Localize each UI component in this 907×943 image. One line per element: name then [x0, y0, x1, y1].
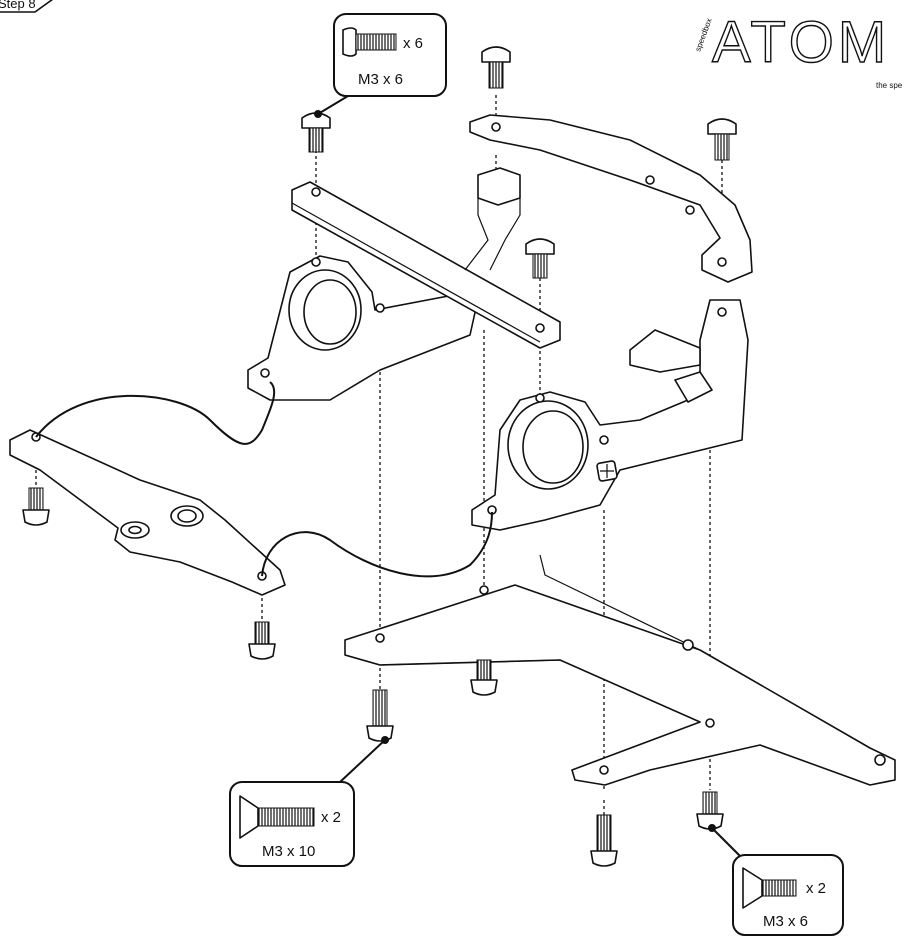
callout-top-size: M3 x 6	[358, 71, 403, 88]
screw-top-1	[301, 112, 331, 153]
button-head-screws	[301, 46, 737, 279]
rear-boom-clamp	[247, 255, 481, 401]
callout-leaders	[314, 95, 743, 859]
step-tag: Step 8	[0, 0, 54, 13]
top-curved-rail	[464, 114, 753, 283]
callout-bottom-left-qty: x 2	[321, 809, 341, 826]
countersunk-screws	[22, 487, 724, 867]
screw-top-4	[525, 238, 555, 279]
front-boom-clamp	[471, 299, 749, 531]
screw-bottom-4	[366, 689, 394, 742]
brand-logo: speedbox ATOM the spe	[693, 9, 903, 90]
brand-tagline: the spe	[876, 81, 903, 90]
screw-bottom-2	[248, 621, 276, 660]
screw-bottom-3	[470, 659, 498, 696]
callout-bottom-right: x 2 M3 x 6	[732, 854, 844, 936]
callout-bottom-right-qty: x 2	[806, 880, 826, 897]
screw-bottom-6	[696, 791, 724, 830]
screw-top-3	[707, 118, 737, 161]
screw-top-2	[481, 46, 511, 89]
screw-bottom-5	[590, 814, 618, 867]
top-cross-bar	[291, 181, 561, 349]
screw-bottom-1	[22, 487, 50, 526]
cable-left	[35, 381, 276, 445]
callout-bottom-left-size: M3 x 10	[262, 843, 315, 860]
brand-name: ATOM	[712, 10, 890, 75]
left-clamp-arm	[9, 429, 286, 596]
brand-prefix: speedbox	[693, 17, 713, 53]
callout-bottom-right-size: M3 x 6	[763, 913, 808, 930]
callout-top-qty: x 6	[403, 35, 423, 52]
step-tag-label: Step 8	[0, 0, 36, 11]
cable-right	[261, 511, 493, 578]
button-head-screw-icon	[342, 27, 357, 57]
callout-bottom-left: x 2 M3 x 10	[229, 781, 355, 867]
bottom-cross-plate	[344, 554, 896, 786]
callout-top: x 6 M3 x 6	[333, 13, 447, 97]
